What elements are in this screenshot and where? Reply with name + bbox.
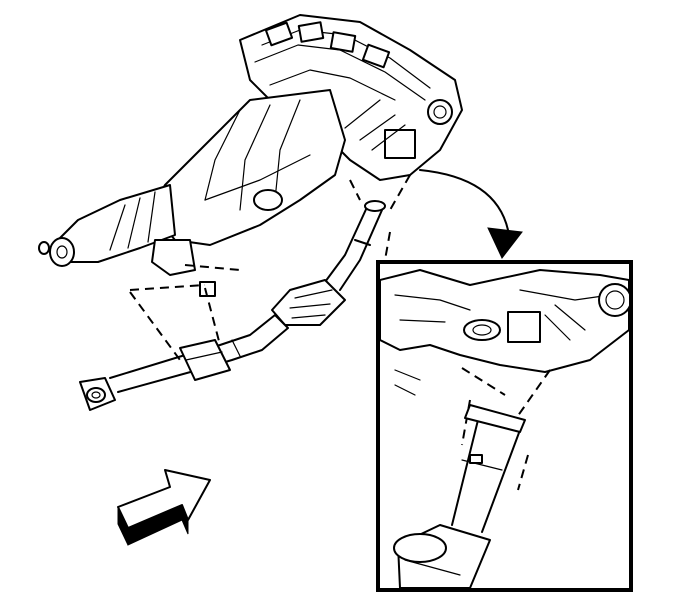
callout-arrow-icon	[419, 169, 523, 259]
direction-arrow-icon	[117, 469, 211, 546]
engine-block	[239, 14, 463, 181]
exhaust-pipe	[79, 200, 386, 411]
transmission	[38, 89, 346, 297]
detail-inset	[376, 260, 633, 592]
alignment-lines	[129, 174, 411, 361]
